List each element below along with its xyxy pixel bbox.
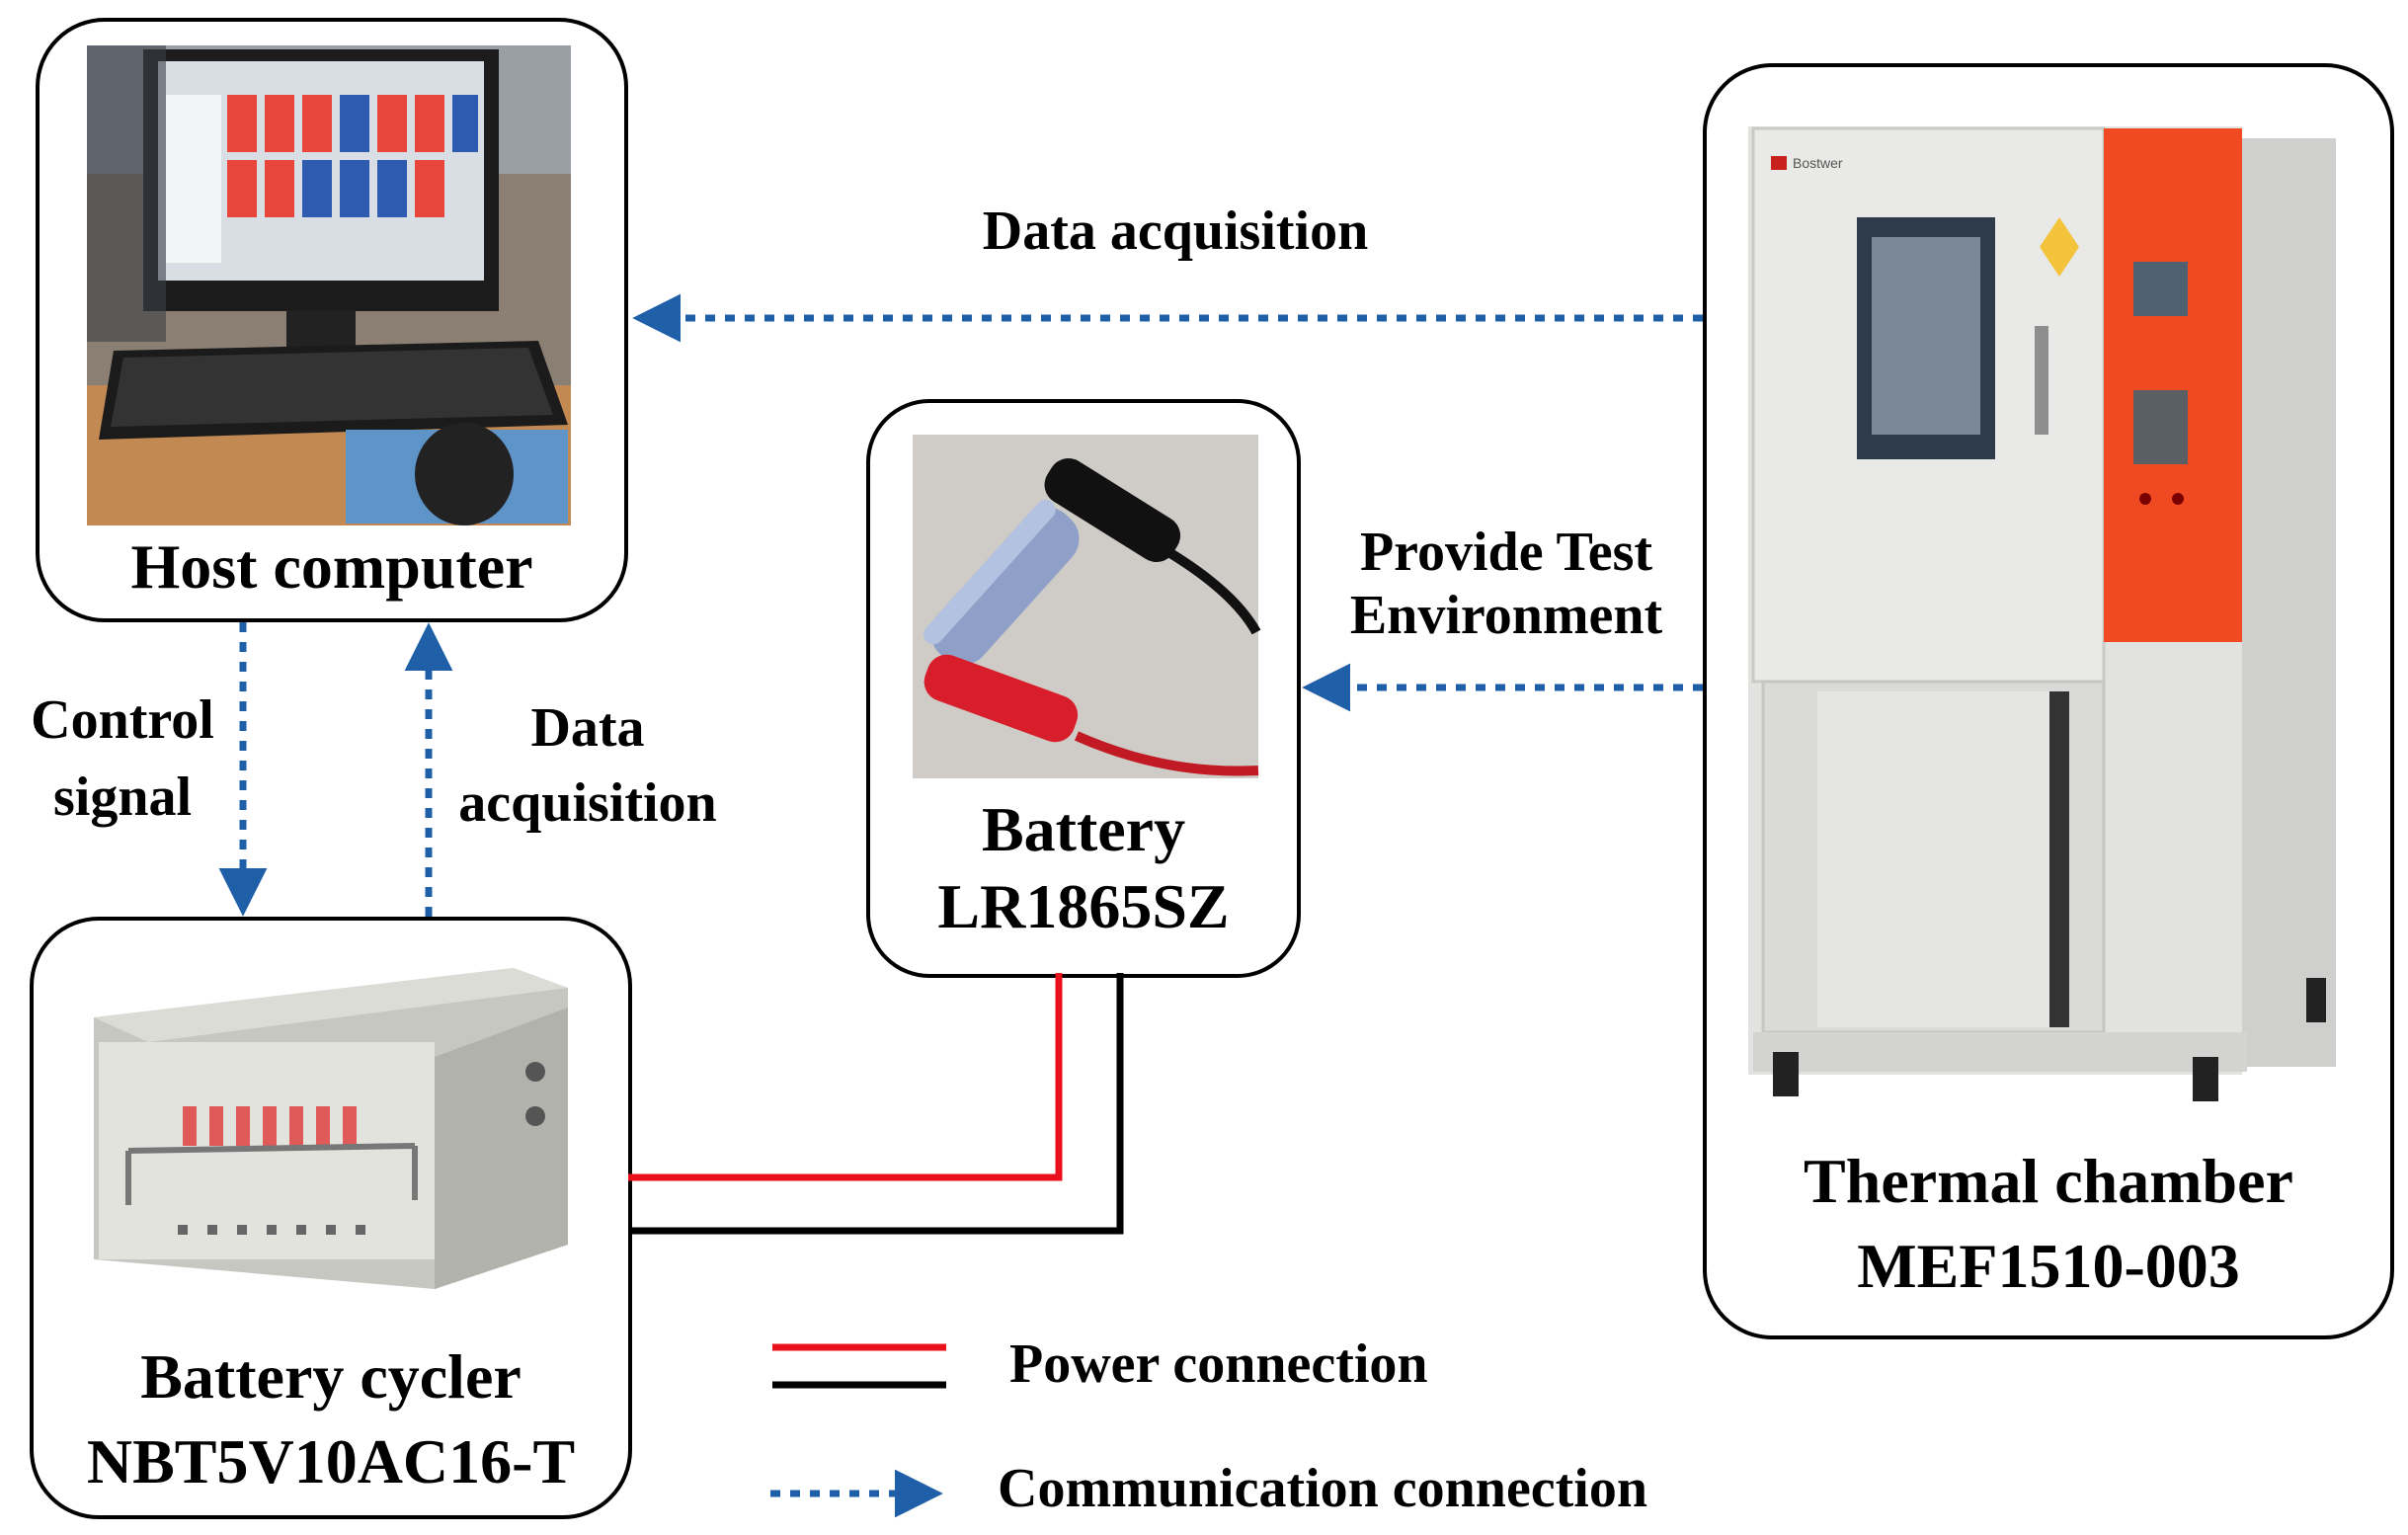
edge-label-left-data-1: Data xyxy=(530,697,645,759)
battery-label-line2: LR1865SZ xyxy=(937,871,1230,941)
chamber-label-line2: MEF1510-003 xyxy=(1857,1231,2240,1301)
host-computer-label: Host computer xyxy=(130,531,533,602)
edge-label-left-data-2: acquisition xyxy=(458,772,717,834)
battery-label-line1: Battery xyxy=(981,794,1186,864)
power-black-line xyxy=(628,973,1124,1235)
legend-comm-label: Communication connection xyxy=(998,1458,1647,1519)
chamber-label-line1: Thermal chamber xyxy=(1804,1146,2293,1216)
edge-label-top-data: Data acquisition xyxy=(982,201,1369,262)
power-red-line xyxy=(628,973,1063,1181)
edge-label-provide-2: Environment xyxy=(1349,585,1663,646)
cycler-label-line1: Battery cycler xyxy=(140,1341,522,1412)
edge-label-control-2: signal xyxy=(52,767,193,828)
edge-label-provide-1: Provide Test xyxy=(1359,522,1653,583)
edge-label-control-1: Control xyxy=(31,689,214,751)
legend-power-label: Power connection xyxy=(1009,1333,1428,1395)
cycler-label-line2: NBT5V10AC16-T xyxy=(86,1426,576,1496)
